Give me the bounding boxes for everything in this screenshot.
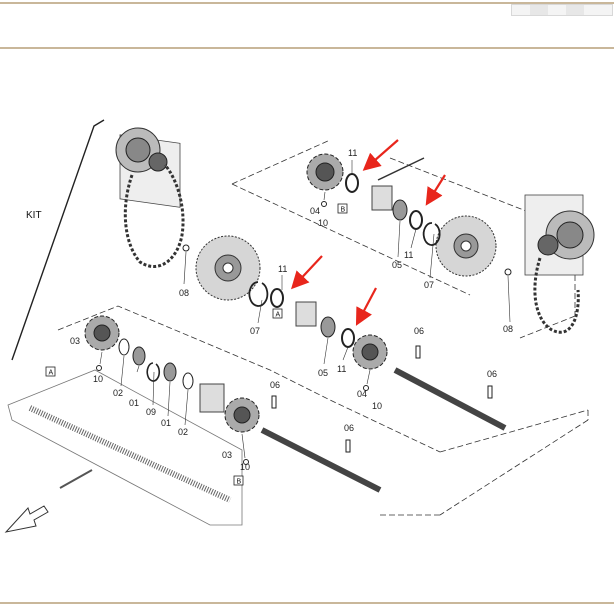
spacer-02 bbox=[118, 338, 130, 356]
callout-label: 11 bbox=[337, 364, 346, 374]
bearing-01 bbox=[132, 346, 146, 366]
callout-label: 09 bbox=[146, 407, 156, 417]
washer-11-b bbox=[409, 210, 423, 230]
direction-arrow-icon bbox=[4, 505, 49, 533]
callout-label: 11 bbox=[278, 264, 287, 274]
drive-shaft-lower bbox=[260, 427, 382, 493]
callout-label: 10 bbox=[372, 401, 382, 411]
feeder-frame bbox=[7, 369, 243, 526]
lower-assembly-boundary bbox=[57, 305, 589, 516]
highlight-arrow bbox=[290, 255, 323, 290]
callout-label: 06 bbox=[414, 326, 424, 336]
callout-label: 07 bbox=[424, 280, 434, 290]
callout-label: 03 bbox=[70, 336, 80, 346]
sprocket-04-b bbox=[352, 334, 388, 370]
ref-box-b: B bbox=[233, 475, 244, 486]
screw-10-c bbox=[363, 385, 369, 391]
circlip-07-b bbox=[248, 281, 269, 307]
callout-label: 11 bbox=[348, 148, 357, 158]
top-rule bbox=[0, 2, 614, 4]
screw-10 bbox=[321, 201, 327, 207]
left-hydraulic-motor bbox=[115, 127, 181, 208]
bearing-05-b bbox=[320, 316, 336, 338]
key-06-d bbox=[345, 439, 351, 453]
callout-label: 03 bbox=[222, 450, 232, 460]
svg-text:A: A bbox=[276, 312, 281, 319]
key-06 bbox=[415, 345, 421, 359]
callout-label: 02 bbox=[178, 427, 188, 437]
sprocket-03-b bbox=[224, 397, 260, 433]
screw-10-d bbox=[243, 459, 249, 465]
kit-label: KIT bbox=[26, 210, 42, 221]
callout-label: 11 bbox=[404, 250, 413, 260]
bearing-housing bbox=[371, 185, 393, 211]
nipple-08-b bbox=[504, 268, 512, 276]
ref-box-a: A bbox=[272, 308, 283, 319]
ref-box-a: A bbox=[45, 366, 56, 377]
callout-label: 10 bbox=[93, 374, 103, 384]
callout-label: 08 bbox=[503, 324, 513, 334]
left-drive-sprocket bbox=[195, 235, 261, 301]
callout-label: 04 bbox=[310, 206, 320, 216]
upper-sprocket bbox=[306, 153, 344, 191]
highlight-arrow bbox=[362, 139, 399, 171]
key-06-b bbox=[487, 385, 493, 399]
svg-text:A: A bbox=[49, 370, 54, 377]
key-06-c bbox=[271, 395, 277, 409]
callout-label: 06 bbox=[344, 423, 354, 433]
kit-bracket bbox=[11, 119, 105, 361]
bearing-01-b bbox=[163, 362, 177, 382]
spacer-02-b bbox=[182, 372, 194, 390]
bearing-housing-b bbox=[295, 301, 317, 327]
right-drive-sprocket bbox=[435, 215, 497, 277]
callout-label: 10 bbox=[240, 462, 250, 472]
washer-11 bbox=[345, 173, 359, 193]
washer-11-d bbox=[341, 328, 355, 348]
left-drive-chain bbox=[123, 164, 185, 268]
bottom-rule bbox=[0, 602, 614, 604]
bolt bbox=[377, 157, 425, 181]
upper-assembly-boundary bbox=[231, 139, 576, 339]
callout-label: 10 bbox=[318, 218, 328, 228]
right-hydraulic-motor bbox=[524, 194, 595, 276]
callout-label: 05 bbox=[392, 260, 402, 270]
svg-text:B: B bbox=[341, 207, 346, 214]
header-divider bbox=[0, 47, 614, 49]
bearing-05 bbox=[392, 199, 408, 221]
toolbar-strip[interactable] bbox=[511, 4, 613, 16]
ref-box-b: B bbox=[337, 203, 348, 214]
callout-label: 07 bbox=[250, 326, 260, 336]
callout-label: 05 bbox=[318, 368, 328, 378]
callout-label: 01 bbox=[161, 418, 171, 428]
callout-label: 06 bbox=[487, 369, 497, 379]
leader-lines bbox=[99, 160, 511, 459]
highlight-arrow bbox=[425, 174, 446, 206]
svg-text:B: B bbox=[237, 479, 242, 486]
circlip-09 bbox=[146, 362, 161, 382]
nipple-08 bbox=[182, 244, 190, 252]
screw-10-b bbox=[96, 365, 102, 371]
right-drive-chain bbox=[533, 257, 580, 334]
washer-11-c bbox=[270, 288, 284, 308]
circlip-07 bbox=[422, 222, 441, 246]
callout-label: 01 bbox=[129, 398, 139, 408]
toolbar-segment[interactable] bbox=[530, 5, 548, 15]
drive-shaft-upper bbox=[393, 367, 507, 431]
highlight-arrow bbox=[355, 287, 377, 326]
callout-label: 02 bbox=[113, 388, 123, 398]
callout-label: 06 bbox=[270, 380, 280, 390]
sprocket-03 bbox=[84, 315, 120, 351]
toolbar-segment[interactable] bbox=[566, 5, 584, 15]
bearing-block bbox=[199, 383, 225, 413]
callout-label: 08 bbox=[179, 288, 189, 298]
callout-label: 04 bbox=[357, 389, 367, 399]
